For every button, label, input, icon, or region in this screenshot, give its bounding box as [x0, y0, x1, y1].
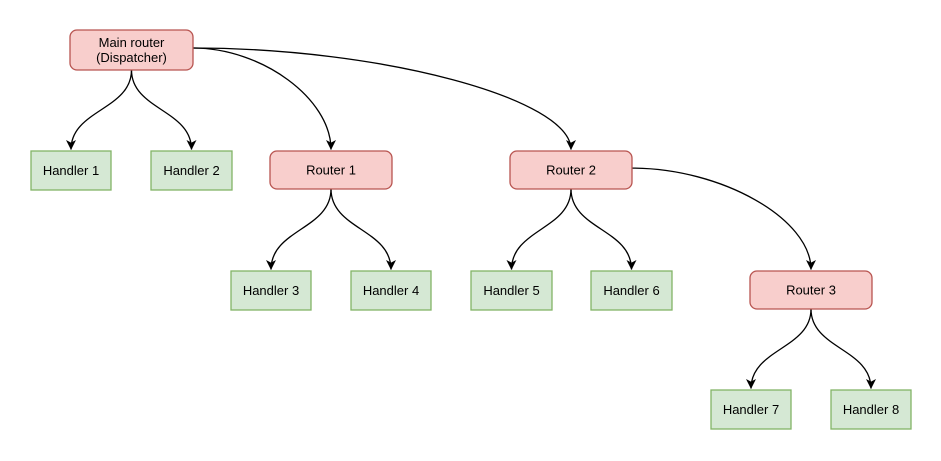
node-h1-label: Handler 1 — [43, 163, 99, 178]
node-r2-label: Router 2 — [546, 163, 596, 178]
node-r3: Router 3 — [749, 270, 873, 310]
node-h8: Handler 8 — [830, 389, 912, 430]
node-h7-shape — [710, 389, 792, 430]
node-h4-shape — [350, 270, 432, 311]
edge-r1-h3 — [266, 188, 332, 270]
node-h8-shape — [830, 389, 912, 430]
edge-r3-h8 — [810, 308, 876, 389]
node-h1: Handler 1 — [30, 150, 112, 191]
node-r2: Router 2 — [509, 150, 633, 190]
edge-r1-h4 — [330, 188, 396, 270]
node-h4: Handler 4 — [350, 270, 432, 311]
node-r3-label: Router 3 — [786, 283, 836, 298]
node-h2: Handler 2 — [150, 150, 233, 191]
node-r1-label: Router 1 — [306, 163, 356, 178]
node-main-shape — [69, 29, 194, 71]
node-h3-shape — [230, 270, 312, 311]
node-h5-shape — [470, 270, 553, 311]
node-r1: Router 1 — [269, 150, 393, 190]
edge-main-h1 — [66, 69, 133, 150]
node-h6: Handler 6 — [590, 270, 673, 311]
edge-r3-h7 — [746, 308, 812, 389]
node-h2-label: Handler 2 — [163, 163, 219, 178]
node-h5-label: Handler 5 — [483, 283, 539, 298]
node-h7: Handler 7 — [710, 389, 792, 430]
node-h2-shape — [150, 150, 233, 191]
node-r3-shape — [749, 270, 873, 310]
node-r2-shape — [509, 150, 633, 190]
node-h6-shape — [590, 270, 673, 311]
node-main: Main router(Dispatcher) — [69, 29, 194, 71]
edge-r2-h5 — [506, 188, 572, 270]
node-main-label: Main router(Dispatcher) — [96, 35, 167, 65]
edge-main-r2 — [192, 47, 576, 150]
node-h3-label: Handler 3 — [243, 283, 299, 298]
node-h6-label: Handler 6 — [603, 283, 659, 298]
node-h4-label: Handler 4 — [363, 283, 419, 298]
nodes-layer: Main router(Dispatcher) Handler 1 Handler … — [30, 29, 912, 430]
node-h3: Handler 3 — [230, 270, 312, 311]
edges-layer — [66, 47, 876, 389]
node-h5: Handler 5 — [470, 270, 553, 311]
node-h1-shape — [30, 150, 112, 191]
node-h8-label: Handler 8 — [843, 402, 899, 417]
node-r1-shape — [269, 150, 393, 190]
edge-main-r1 — [192, 47, 336, 150]
edge-r2-r3 — [631, 167, 816, 270]
node-h7-label: Handler 7 — [723, 402, 779, 417]
edge-r2-h6 — [570, 188, 637, 270]
edge-main-h2 — [130, 69, 197, 150]
